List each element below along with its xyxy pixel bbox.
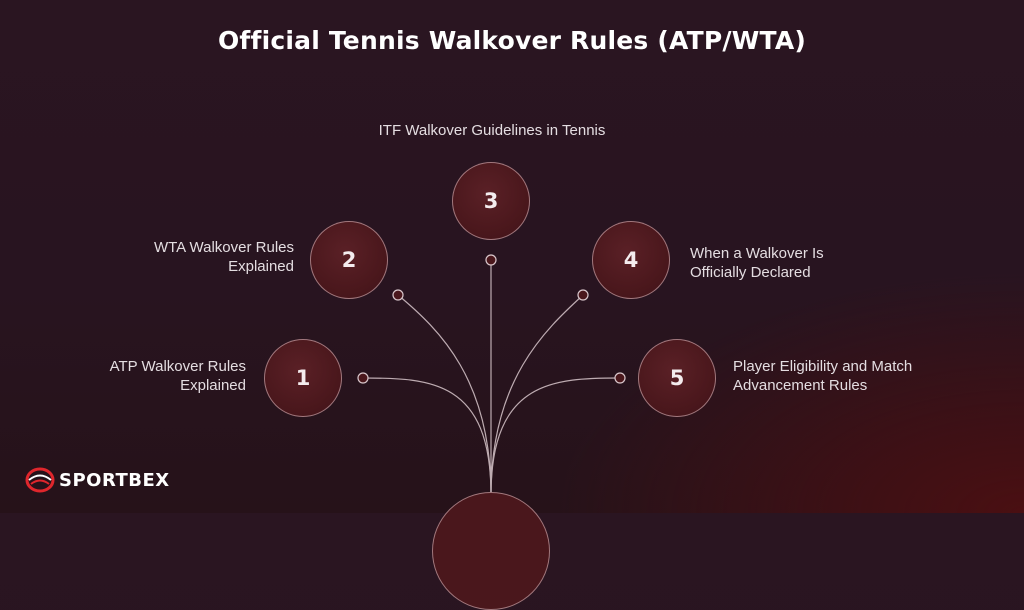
connector-dot-2 xyxy=(392,289,404,301)
node-3-label: ITF Walkover Guidelines in Tennis xyxy=(292,121,692,140)
node-5-label-line2: Advancement Rules xyxy=(733,377,868,394)
node-2-label-line2: Explained xyxy=(228,258,294,275)
connector-line-4 xyxy=(490,294,584,496)
node-4-circle: 4 xyxy=(592,221,670,299)
connector-line-5 xyxy=(490,377,621,496)
connector-lines xyxy=(357,254,626,496)
node-1-circle: 1 xyxy=(264,339,342,417)
node-2-circle: 2 xyxy=(310,221,388,299)
connector-dot-1 xyxy=(357,372,369,384)
node-2-label: WTA Walkover Rules Explained xyxy=(154,238,294,276)
sportbex-logo: SPORTBEX xyxy=(25,466,170,494)
node-2-label-line1: WTA Walkover Rules xyxy=(153,239,294,256)
node-3-circle: 3 xyxy=(452,162,530,240)
node-1-label-line1: ATP Walkover Rules xyxy=(109,358,246,375)
node-3-label-line1: ITF Walkover Guidelines in Tennis xyxy=(378,122,606,139)
sportbex-logo-text: SPORTBEX xyxy=(59,469,170,491)
connector-line-1 xyxy=(362,377,492,496)
connector-dot-4 xyxy=(577,289,589,301)
connector-line-2 xyxy=(397,294,492,496)
node-5-label-line1: Player Eligibility and Match xyxy=(733,358,913,375)
node-5-label: Player Eligibility and Match Advancement… xyxy=(733,357,912,395)
central-hub-circle xyxy=(432,492,550,610)
sportbex-logo-icon xyxy=(25,467,55,493)
diagram-title: Official Tennis Walkover Rules (ATP/WTA) xyxy=(217,26,807,55)
node-4-label: When a Walkover Is Officially Declared xyxy=(690,244,824,282)
node-4-label-line1: When a Walkover Is xyxy=(690,245,824,262)
connector-dot-5 xyxy=(614,372,626,384)
node-5-circle: 5 xyxy=(638,339,716,417)
node-1-label: ATP Walkover Rules Explained xyxy=(110,357,246,395)
connector-dot-3 xyxy=(485,254,497,266)
node-1-label-line2: Explained xyxy=(180,377,246,394)
node-4-label-line2: Officially Declared xyxy=(690,264,811,281)
